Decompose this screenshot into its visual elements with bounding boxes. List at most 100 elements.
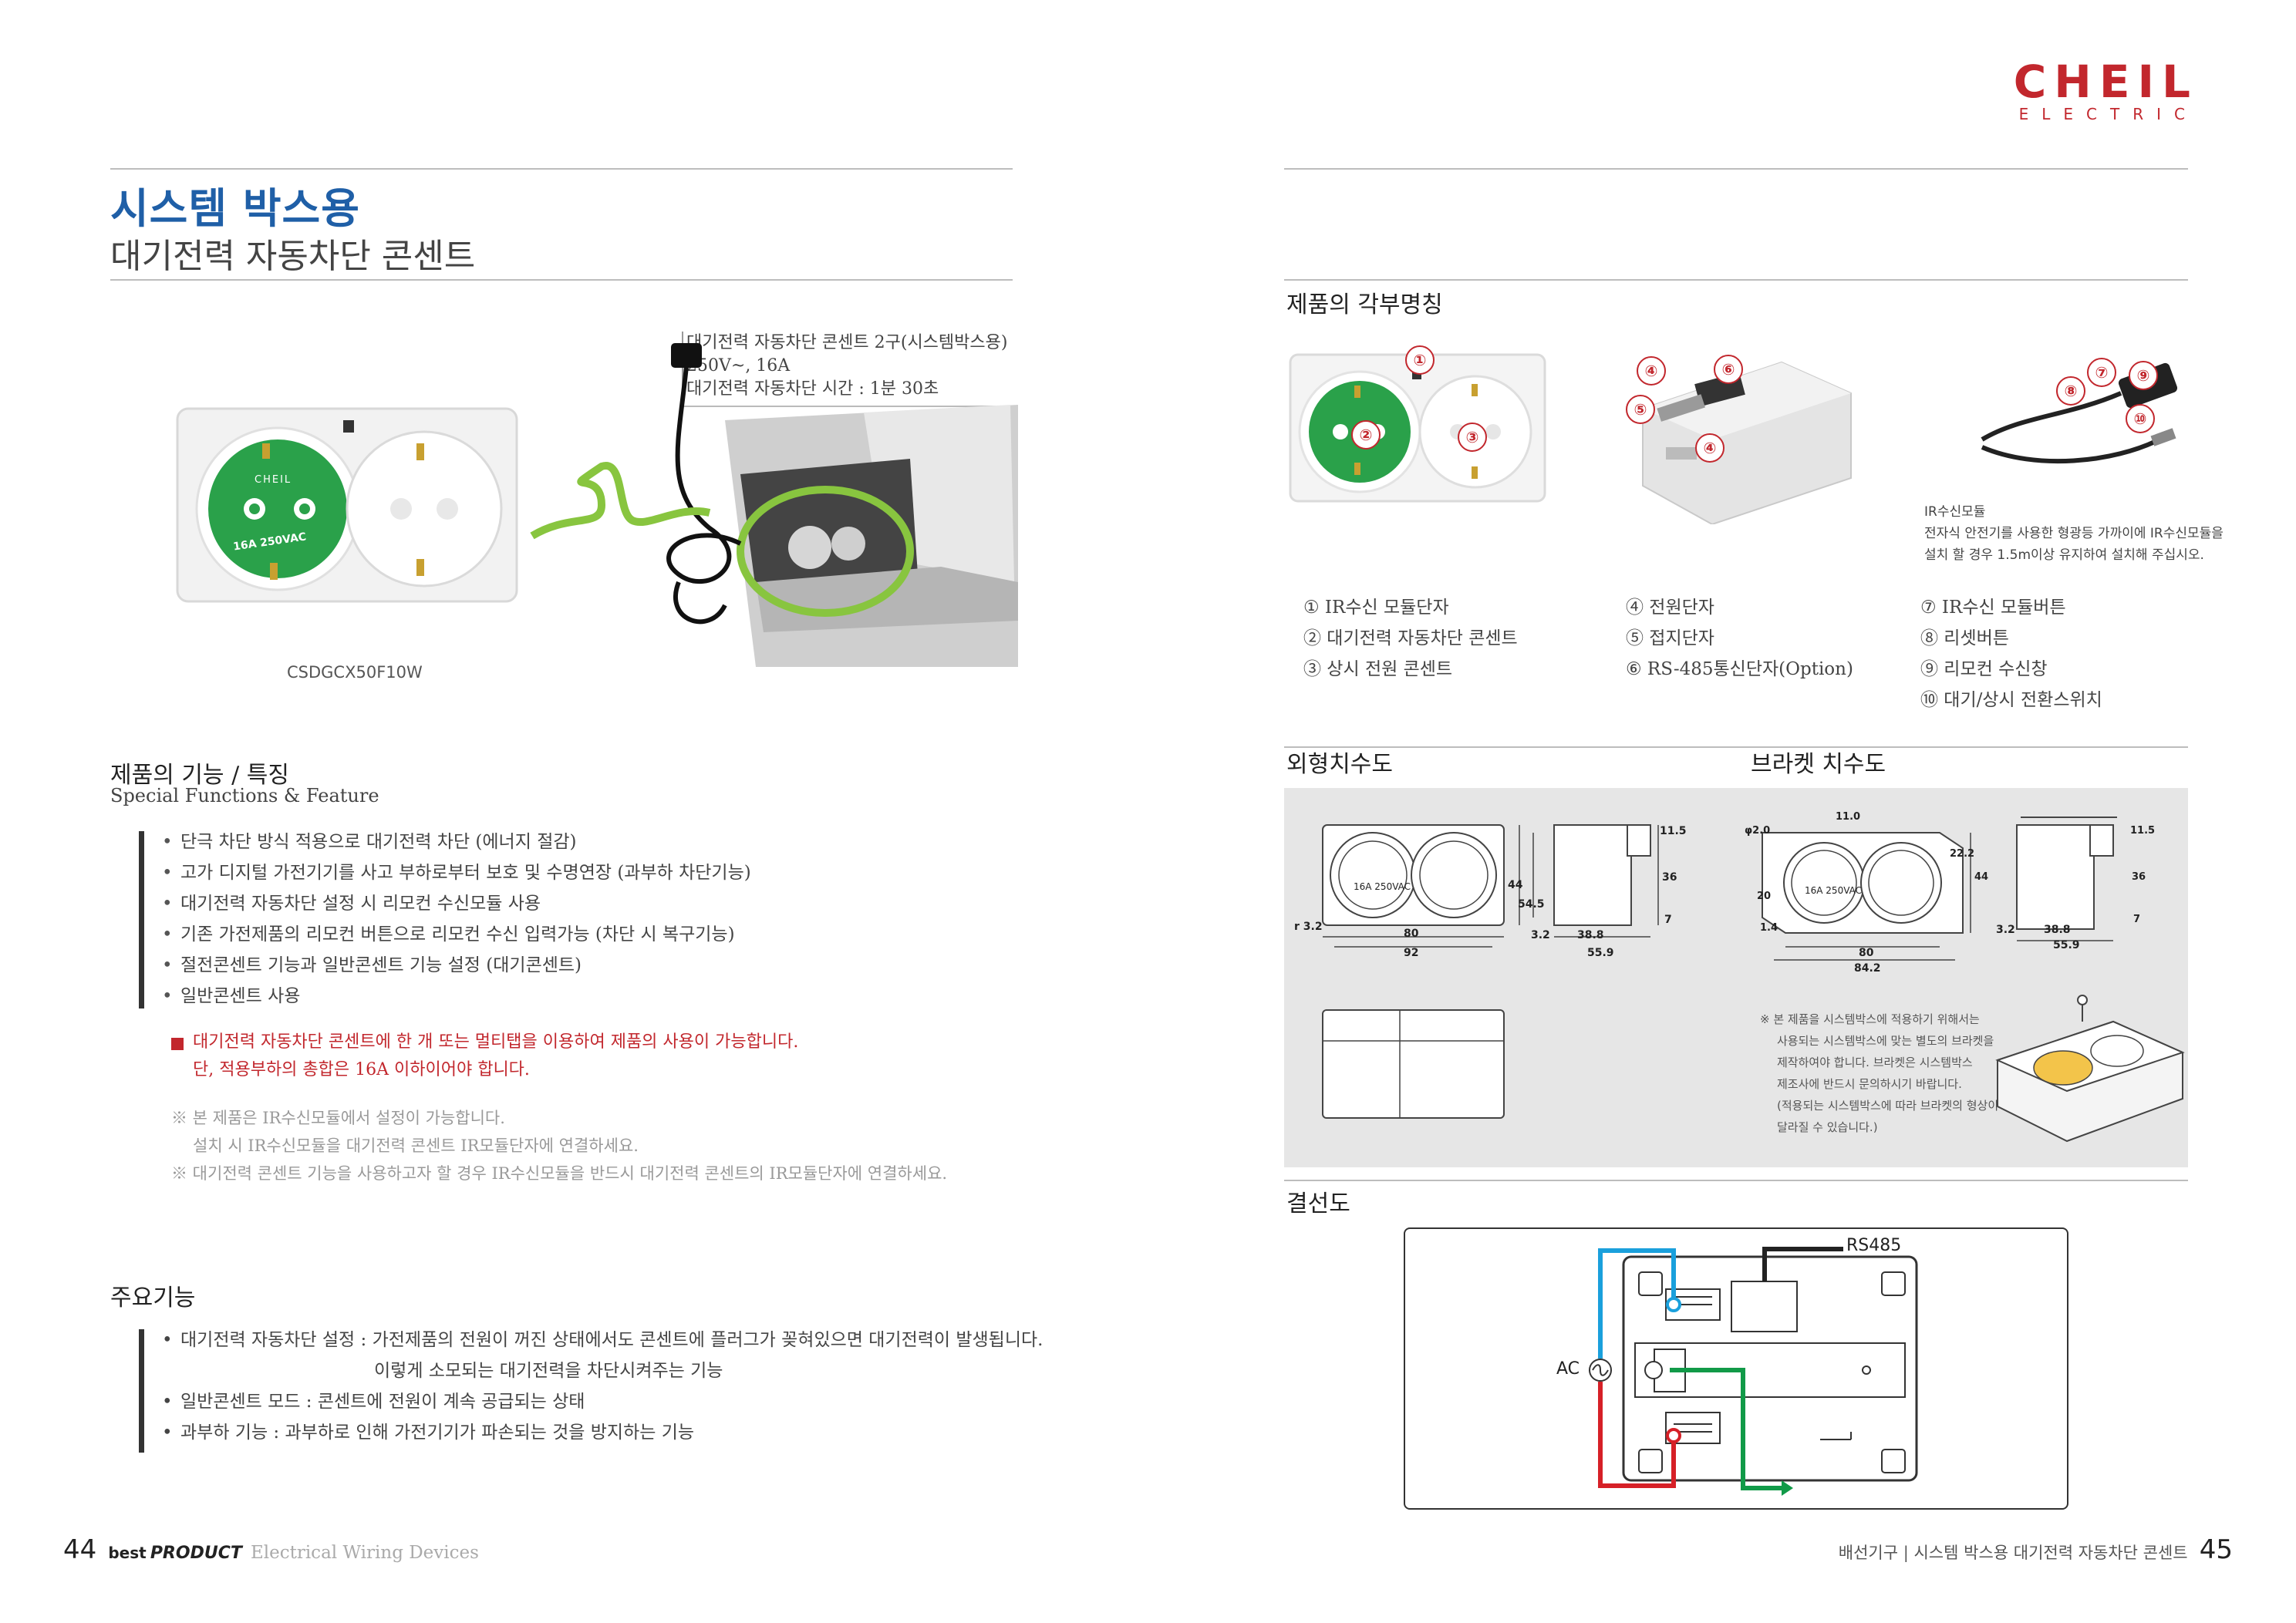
spec-box: 대기전력 자동차단 콘센트 2구(시스템박스용) 250V~, 16A 대기전력… <box>682 332 1018 409</box>
bullet-dot: • <box>162 1330 173 1350</box>
bracket-note-line: 사용되는 시스템박스에 맞는 별도의 브라켓을 <box>1777 1034 1994 1048</box>
bracket-isometric-drawing <box>1995 995 2185 1143</box>
dim-bracket-h4: 1.4 <box>1760 922 1778 934</box>
list-item: • 대기전력 자동차단 설정 : 가전제품의 전원이 꺼진 상태에서도 콘센트에 … <box>162 1325 1043 1355</box>
list-item: ⑩ 대기/상시 전환스위치 <box>1920 690 2102 710</box>
features-title-en: Special Functions & Feature <box>110 785 379 806</box>
list-item: ⑥ RS-485통신단자(Option) <box>1626 659 1853 679</box>
dim-bracket-socket: 16A 250VAC <box>1805 885 1863 896</box>
list-item: • 일반콘센트 모드 : 콘센트에 전원이 계속 공급되는 상태 <box>162 1386 1043 1417</box>
spec-line-bottom <box>682 406 1013 407</box>
top-rule-right <box>1284 168 2188 170</box>
dim-outer-d3: 55.9 <box>1587 947 1614 959</box>
note-line-2: 설치 시 IR수신모듈을 대기전력 콘센트 IR모듈단자에 연결하세요. <box>193 1136 639 1155</box>
dim-outer-d2: 38.8 <box>1577 929 1604 941</box>
bracket-dims-drawing <box>1762 817 2117 961</box>
page-title: 시스템 박스용 <box>110 184 360 233</box>
callout-6: ⑥ <box>1714 355 1743 384</box>
note-line-1: ※ 본 제품은 IR수신모듈에서 설정이 가능합니다. <box>171 1109 505 1127</box>
title-rule-left <box>110 279 1013 281</box>
dim-bracket-h2: 44 <box>1974 871 1989 883</box>
parts-rule <box>1284 279 2188 281</box>
dim-bracket-side-h2: 36 <box>2132 871 2146 883</box>
footer-right: 배선기구 | 시스템 박스용 대기전력 자동차단 콘센트 45 <box>1839 1534 2233 1565</box>
dim-bracket-d3: 55.9 <box>2053 939 2080 951</box>
spec-line-2: 250V~, 16A <box>686 356 791 375</box>
dim-bracket-a2: 11.0 <box>1836 811 1861 823</box>
bracket-note-line: 달라질 수 있습니다.) <box>1777 1120 1878 1134</box>
dim-bracket-side-h1: 11.5 <box>2130 825 2156 837</box>
list-item: ⑤ 접지단자 <box>1626 628 1714 648</box>
dim-outer-w2: 92 <box>1404 947 1419 959</box>
parts-list-col-1: ① IR수신 모듈단자 ② 대기전력 자동차단 콘센트 ③ 상시 전원 콘센트 <box>1303 592 1518 685</box>
list-item: 고가 디지털 가전기기를 사고 부하로부터 보호 및 수명연장 (과부하 차단기… <box>162 857 751 888</box>
top-rule-left <box>110 168 1013 170</box>
brand-name: CHEIL <box>2013 56 2198 108</box>
dim-bracket-side-h3: 7 <box>2133 914 2141 925</box>
bracket-note-line: (적용되는 시스템박스에 따라 브라켓의 형상이 <box>1777 1099 1999 1113</box>
dim-outer-side-h3: 7 <box>1664 914 1672 926</box>
outer-dims-drawing <box>1322 824 1659 948</box>
list-item: 절전콘센트 기능과 일반콘센트 기능 설정 (대기콘센트) <box>162 950 751 981</box>
bracket-note-line: 제작하여야 합니다. 브라켓은 시스템박스 <box>1777 1056 1973 1069</box>
brand-sub: ELECTRIC <box>2018 105 2198 123</box>
dim-outer-side-h2: 36 <box>1662 871 1677 884</box>
wiring-rule <box>1284 1180 2188 1181</box>
callout-10: ⑩ <box>2126 404 2155 433</box>
bracket-note-line: 제조사에 반드시 문의하시기 바랍니다. <box>1777 1077 1962 1091</box>
callout-7: ⑦ <box>2087 358 2116 387</box>
warning-line-2: 단, 적용부하의 총합은 16A 이하이어야 합니다. <box>193 1060 530 1079</box>
wiring-diagram <box>1589 1247 1918 1496</box>
list-item-text: 일반콘센트 모드 : 콘센트에 전원이 계속 공급되는 상태 <box>180 1392 585 1412</box>
page-subtitle: 대기전력 자동차단 콘센트 <box>110 237 476 276</box>
footer-category: Electrical Wiring Devices <box>250 1543 479 1563</box>
ir-note-line: 설치 할 경우 1.5m이상 유지하여 설치해 주십시오. <box>1924 547 2204 563</box>
dim-bracket-d2: 38.8 <box>2044 924 2071 936</box>
dim-outer-h2: 54.5 <box>1518 898 1545 911</box>
page-number: 44 <box>63 1534 97 1565</box>
callout-2: ② <box>1351 420 1381 450</box>
callout-4b: ④ <box>1695 433 1725 463</box>
dim-bracket-w1: 80 <box>1859 947 1874 959</box>
dim-bracket-h3: 20 <box>1757 891 1772 902</box>
dim-outer-h1: 44 <box>1508 879 1523 891</box>
parts-list-col-2: ④ 전원단자 ⑤ 접지단자 ⑥ RS-485통신단자(Option) <box>1626 592 1853 685</box>
parts-title: 제품의 각부명칭 <box>1286 291 1443 318</box>
wiring-ac-label: AC <box>1556 1359 1580 1379</box>
list-item: 단극 차단 방식 적용으로 대기전력 차단 (에너지 절감) <box>162 827 751 857</box>
parts-photo-ir-module <box>1981 362 2178 464</box>
ir-module-note: IR수신모듈 전자식 안전기를 사용한 형광등 가까이에 IR수신모듈을 설치 … <box>1924 501 2224 566</box>
list-item: ② 대기전력 자동차단 콘센트 <box>1303 628 1518 648</box>
dim-outer-socket: 16A 250VAC <box>1354 881 1411 892</box>
model-number: CSDGCX50F10W <box>287 663 423 682</box>
features-bar <box>139 831 144 1008</box>
callout-9: ⑨ <box>2129 361 2158 390</box>
dim-bracket-a1: φ2.0 <box>1745 825 1771 837</box>
dim-bracket-d1: 3.2 <box>1996 924 2015 936</box>
features-list: 단극 차단 방식 적용으로 대기전력 차단 (에너지 절감) 고가 디지털 가전… <box>162 827 751 1012</box>
outer-dims-title: 외형치수도 <box>1286 751 1393 778</box>
dim-outer-w1: 80 <box>1404 928 1419 940</box>
list-item: ⑦ IR수신 모듈버튼 <box>1920 598 2066 618</box>
list-item-text: 대기전력 자동차단 설정 : 가전제품의 전원이 꺼진 상태에서도 콘센트에 플… <box>180 1330 1043 1350</box>
wiring-rs485-label: RS485 <box>1846 1236 1902 1255</box>
brand-logo: CHEIL ELECTRIC <box>2005 56 2198 123</box>
ir-note-title: IR수신모듈 <box>1924 504 1986 520</box>
list-item: ④ 전원단자 <box>1626 598 1714 618</box>
callout-8: ⑧ <box>2056 376 2085 406</box>
dim-outer-r: r 3.2 <box>1294 921 1323 933</box>
footer-product: PRODUCT <box>150 1544 242 1563</box>
warning-line-1: 대기전력 자동차단 콘센트에 한 개 또는 멀티탭을 이용하여 제품의 사용이 … <box>193 1032 799 1052</box>
main-functions-list: • 대기전력 자동차단 설정 : 가전제품의 전원이 꺼진 상태에서도 콘센트에 … <box>162 1325 1043 1448</box>
warning-square-icon <box>171 1038 184 1050</box>
dim-bracket-w2: 84.2 <box>1854 962 1881 975</box>
dim-outer-d1: 3.2 <box>1531 929 1550 941</box>
main-functions-title: 주요기능 <box>110 1285 196 1312</box>
bracket-note-line: ※ 본 제품을 시스템박스에 적용하기 위해서는 <box>1760 1012 1980 1026</box>
list-item: 일반콘센트 사용 <box>162 981 751 1012</box>
dims-rule <box>1284 746 2188 748</box>
ir-note-line: 전자식 안전기를 사용한 형광등 가까이에 IR수신모듈을 <box>1924 526 2224 541</box>
bullet-dot: • <box>162 1392 173 1412</box>
list-item: ⑨ 리모컨 수신창 <box>1920 659 2048 679</box>
bullet-dot: • <box>162 1423 173 1443</box>
